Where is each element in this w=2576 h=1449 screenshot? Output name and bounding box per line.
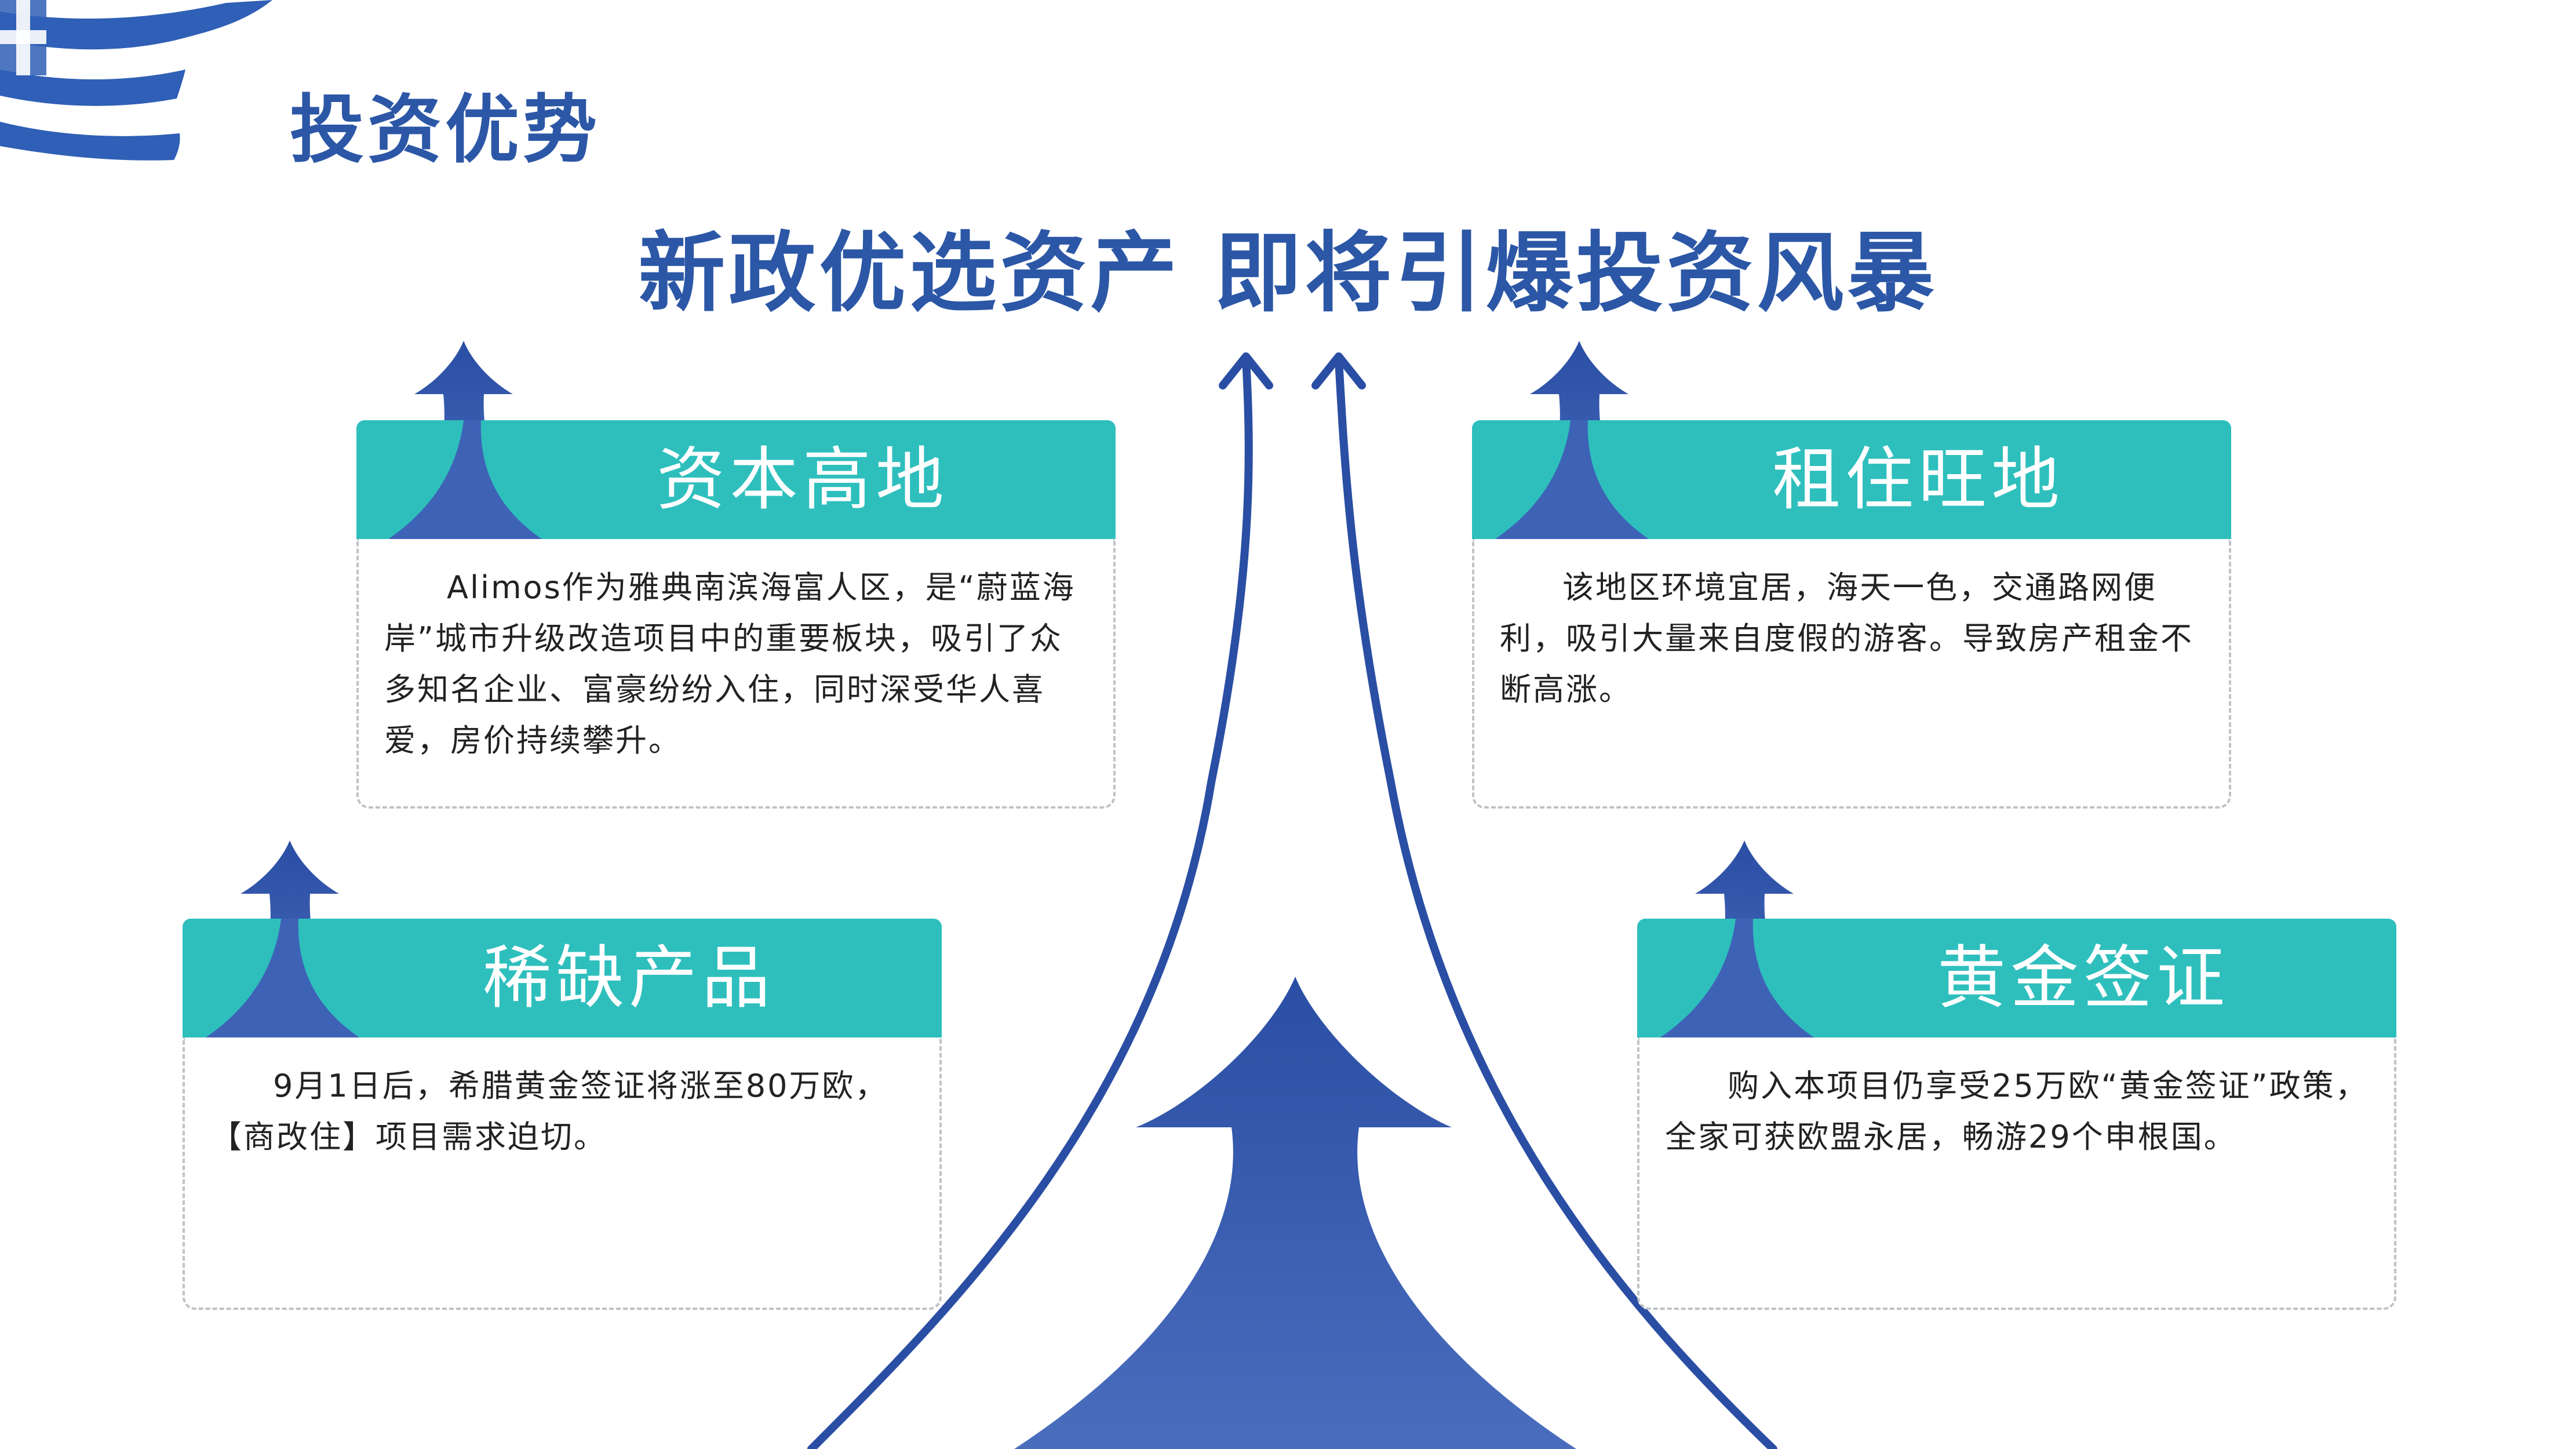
center-up-arrow-icon xyxy=(1014,977,1576,1449)
card-scarce: 稀缺产品 9月1日后，希腊黄金签证将涨至80万欧，【商改住】项目需求迫切。 xyxy=(183,919,942,1310)
card-body: 购入本项目仍享受25万欧“黄金签证”政策，全家可获欧盟永居，畅游29个申根国。 xyxy=(1637,1037,2396,1310)
card-header: 黄金签证 xyxy=(1637,919,2396,1037)
card-header: 稀缺产品 xyxy=(183,919,942,1037)
section-title: 投资优势 xyxy=(290,87,601,173)
card-body: 该地区环境宜居，海天一色，交通路网便利，吸引大量来自度假的游客。导致房产租金不断… xyxy=(1472,539,2231,809)
card-body: 9月1日后，希腊黄金签证将涨至80万欧，【商改住】项目需求迫切。 xyxy=(183,1037,942,1310)
card-text: 购入本项目仍享受25万欧“黄金签证”政策，全家可获欧盟永居，畅游29个申根国。 xyxy=(1665,1068,2369,1155)
greek-flag-icon xyxy=(0,0,301,162)
right-curve-arrow xyxy=(1311,352,1777,1449)
left-curve-arrow xyxy=(807,352,1273,1449)
up-arrow-icon xyxy=(1660,919,1814,1037)
card-capital: 资本高地 Alimos作为雅典南滨海富人区，是“蔚蓝海岸”城市升级改造项目中的重… xyxy=(356,420,1116,809)
card-text: 9月1日后，希腊黄金签证将涨至80万欧，【商改住】项目需求迫切。 xyxy=(210,1068,888,1155)
card-rental: 租住旺地 该地区环境宜居，海天一色，交通路网便利，吸引大量来自度假的游客。导致房… xyxy=(1472,420,2231,809)
card-title: 租住旺地 xyxy=(1772,439,2064,519)
up-arrow-icon xyxy=(206,919,359,1037)
up-arrow-icon xyxy=(388,420,542,539)
card-text: Alimos作为雅典南滨海富人区，是“蔚蓝海岸”城市升级改造项目中的重要板块，吸… xyxy=(384,569,1076,759)
card-title: 黄金签证 xyxy=(1937,938,2229,1018)
card-header: 租住旺地 xyxy=(1472,420,2231,539)
card-body: Alimos作为雅典南滨海富人区，是“蔚蓝海岸”城市升级改造项目中的重要板块，吸… xyxy=(356,539,1116,809)
card-text: 该地区环境宜居，海天一色，交通路网便利，吸引大量来自度假的游客。导致房产租金不断… xyxy=(1500,569,2194,708)
up-arrow-icon xyxy=(1495,420,1649,539)
card-header: 资本高地 xyxy=(356,420,1116,539)
card-title: 稀缺产品 xyxy=(482,938,775,1018)
card-title: 资本高地 xyxy=(656,439,949,519)
card-golden: 黄金签证 购入本项目仍享受25万欧“黄金签证”政策，全家可获欧盟永居，畅游29个… xyxy=(1637,919,2396,1310)
headline: 新政优选资产 即将引爆投资风暴 xyxy=(638,223,1938,324)
